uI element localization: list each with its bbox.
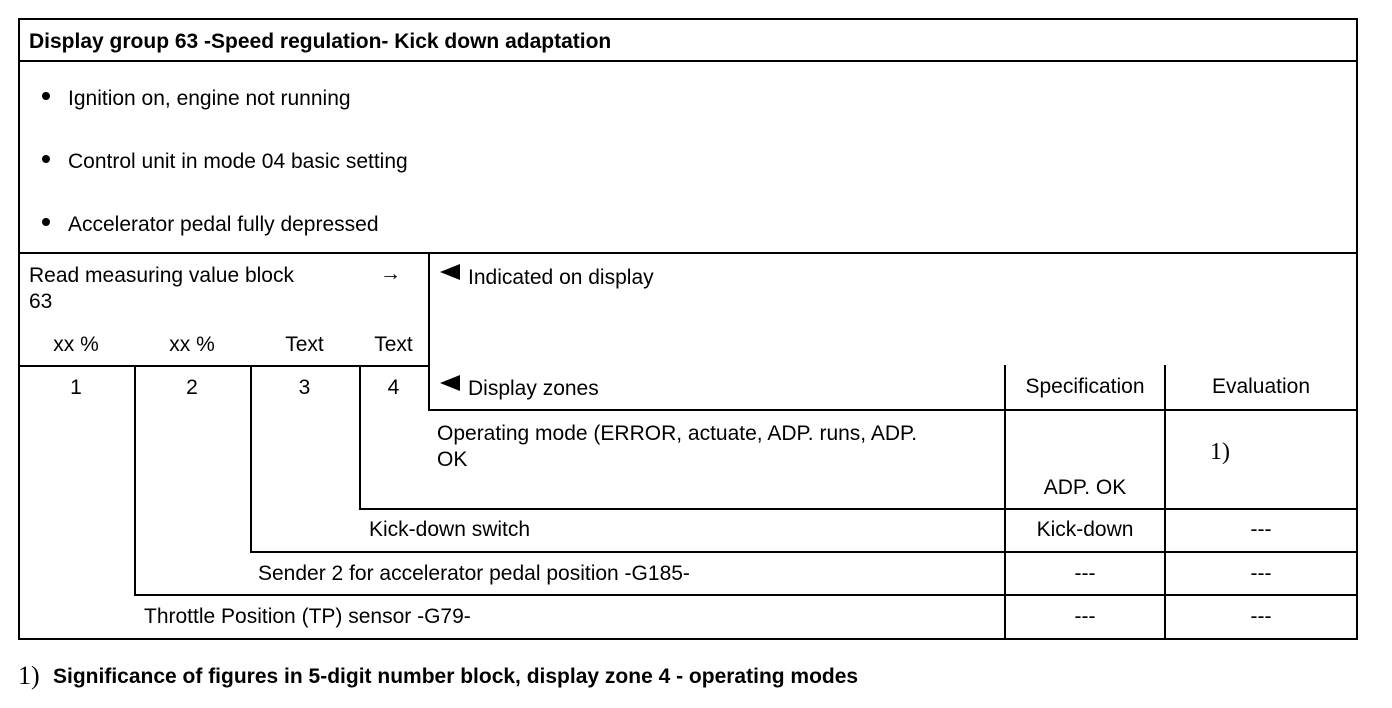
- read-block-divider: [428, 252, 430, 411]
- table-right-border: [1356, 18, 1358, 640]
- table-left-border: [18, 18, 20, 640]
- row-evaluation-footnote-ref: 1): [1210, 439, 1230, 465]
- evaluation-header: Evaluation: [1211, 375, 1311, 398]
- bullet-icon: [42, 218, 50, 226]
- read-block-number: 63: [29, 290, 53, 313]
- read-block-label: Read measuring value block: [29, 264, 294, 287]
- units-divider: [18, 365, 430, 367]
- condition-item: Ignition on, engine not running: [68, 87, 351, 110]
- row-evaluation: ---: [1250, 562, 1272, 585]
- zone-number-3: 3: [298, 376, 311, 399]
- row-description: Operating mode (ERROR, actuate, ADP. run…: [437, 422, 918, 445]
- zone-number-1: 1: [70, 376, 82, 399]
- table-top-border: [18, 18, 1358, 20]
- zone3-line: [359, 365, 361, 510]
- specification-header: Specification: [1025, 375, 1145, 398]
- bullet-icon: [42, 92, 50, 100]
- bullet-icon: [42, 155, 50, 163]
- row-specification: ---: [1074, 562, 1096, 585]
- zone-number-2: 2: [186, 376, 198, 399]
- row-evaluation: ---: [1250, 518, 1272, 541]
- row2-divider: [250, 551, 1358, 553]
- condition-item: Control unit in mode 04 basic setting: [68, 150, 408, 173]
- evaluation-column-line: [1164, 365, 1166, 640]
- conditions-divider: [18, 252, 1358, 254]
- row-evaluation: ---: [1250, 605, 1272, 628]
- specification-column-line: [1004, 365, 1006, 640]
- display-zones-header: Display zones: [468, 377, 599, 400]
- footnote-text: Significance of figures in 5-digit numbe…: [53, 665, 859, 688]
- unit-zone-2: xx %: [169, 333, 215, 356]
- row-description-continued: OK: [437, 448, 468, 471]
- right-arrow-icon: →: [380, 262, 401, 285]
- zone-number-4: 4: [387, 376, 400, 399]
- zone1-line: [134, 365, 136, 596]
- unit-zone-3: Text: [285, 333, 324, 356]
- row-description: Throttle Position (TP) sensor -G79-: [144, 605, 471, 628]
- zones-header-divider: [430, 409, 1358, 411]
- row3-divider: [134, 594, 1358, 596]
- indicated-on-display-label: Indicated on display: [468, 266, 654, 289]
- row-specification: ---: [1074, 605, 1096, 628]
- unit-zone-1: xx %: [53, 333, 99, 356]
- condition-item: Accelerator pedal fully depressed: [68, 213, 379, 236]
- triangle-left-icon: [440, 264, 460, 280]
- table-bottom-border: [18, 638, 1358, 640]
- footnote-marker: 1): [18, 661, 40, 690]
- title-divider: [18, 60, 1358, 62]
- row-description: Kick-down switch: [369, 518, 531, 541]
- row1-divider: [359, 508, 1358, 510]
- row-specification: ADP. OK: [1043, 476, 1127, 499]
- triangle-left-icon: [440, 375, 460, 391]
- row-specification: Kick-down: [1036, 518, 1134, 541]
- row-description: Sender 2 for accelerator pedal position …: [258, 562, 690, 585]
- page-title: Display group 63 -Speed regulation- Kick…: [29, 30, 612, 53]
- zone2-line: [250, 365, 252, 553]
- unit-zone-4: Text: [374, 333, 413, 356]
